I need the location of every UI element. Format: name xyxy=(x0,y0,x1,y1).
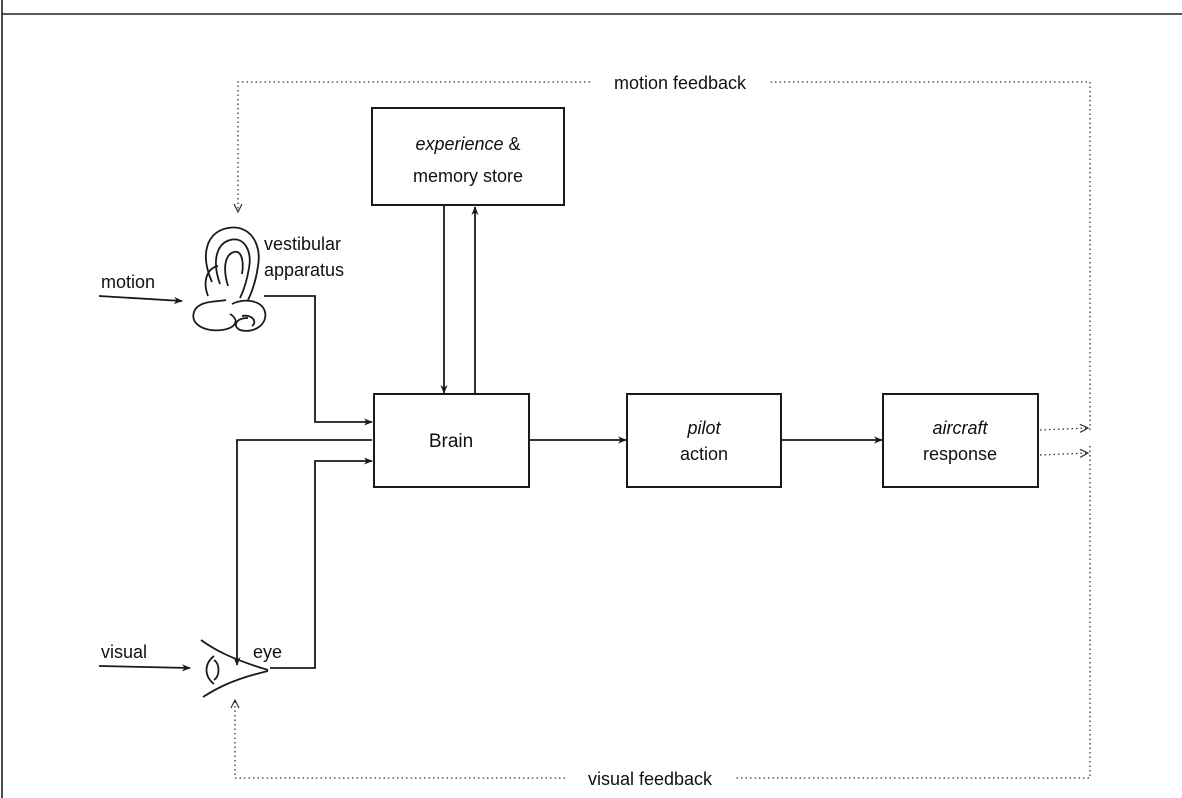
aircraft-response-box xyxy=(882,393,1039,488)
brain-box xyxy=(373,393,530,488)
vestibular-apparatus-icon xyxy=(192,226,267,332)
eye-icon xyxy=(200,639,269,698)
brain-to-eye-arrow xyxy=(233,439,372,666)
eye-label: eye xyxy=(253,642,282,662)
vestibular-to-brain-arrow xyxy=(264,295,373,426)
motion-feedback-loop xyxy=(238,81,1091,430)
pilot-label-line1: pilot xyxy=(686,418,721,438)
vestibular-label-line1: vestibular xyxy=(264,234,341,254)
pilot-action-box xyxy=(626,393,782,488)
aircraft-label-line1: aircraft xyxy=(932,418,988,438)
eye-to-brain-arrow xyxy=(270,457,373,669)
aircraft-label-line2: response xyxy=(923,444,997,464)
memory-label-line1: experience & xyxy=(415,134,520,154)
pilot-label-line2: action xyxy=(680,444,728,464)
motion-input-label: motion xyxy=(101,272,155,292)
visual-input-arrow xyxy=(98,664,191,672)
motion-input-arrow xyxy=(98,295,183,305)
brain-label: Brain xyxy=(429,431,473,452)
aircraft-output-arrows xyxy=(1039,428,1088,455)
memory-store-box xyxy=(371,107,565,206)
memory-label-line2: memory store xyxy=(413,166,523,186)
visual-feedback-label: visual feedback xyxy=(588,769,713,789)
visual-input-label: visual xyxy=(101,642,147,662)
visual-feedback-loop xyxy=(235,446,1091,779)
motion-feedback-label: motion feedback xyxy=(614,73,747,93)
vestibular-label-line2: apparatus xyxy=(264,260,344,280)
